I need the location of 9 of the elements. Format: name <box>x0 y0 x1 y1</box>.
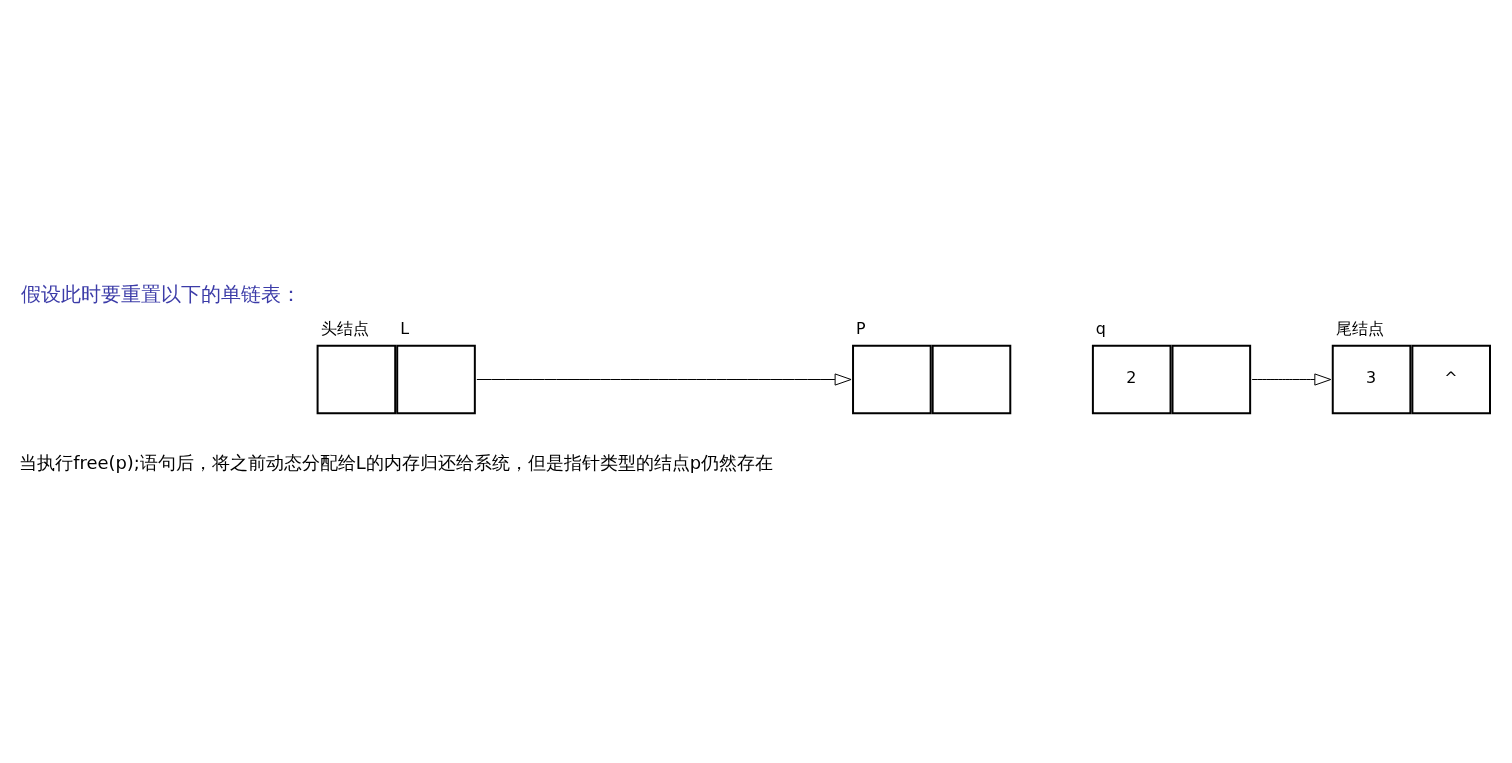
arrow <box>1251 372 1332 386</box>
node-label: P <box>856 318 866 338</box>
node-label: 尾结点 <box>1335 318 1384 338</box>
node-label: L <box>400 318 410 338</box>
arrow <box>476 372 852 386</box>
node-label: 头结点 <box>320 318 369 338</box>
diagram-title: 假设此时要重置以下的单链表： <box>21 282 301 306</box>
caption: 当执行free(p);语句后，将之前动态分配给L的内存归还给系统，但是指针类型的结点p仍然存在 <box>19 451 774 473</box>
node-label: q <box>1095 318 1106 338</box>
